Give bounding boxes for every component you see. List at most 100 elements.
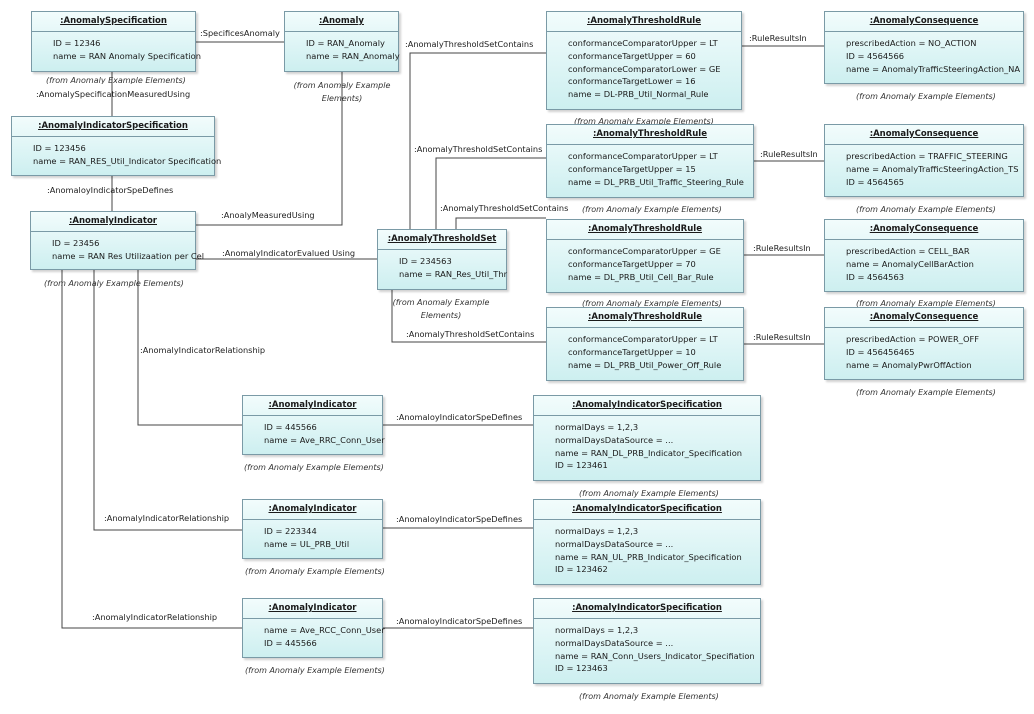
anomaly-threshold-rule-box[interactable]: :AnomalyThresholdRule conformanceCompara… xyxy=(546,124,754,198)
package-note: (from Anomaly Example Elements) xyxy=(574,117,714,124)
element-attributes: prescribedAction = CELL_BAR name = Anoma… xyxy=(825,240,1023,283)
element-header: :AnomalyConsequence xyxy=(825,12,1023,32)
package-note: (from Anomaly Example Elements) xyxy=(46,76,186,84)
element-attributes: conformanceComparatorUpper = LT conforma… xyxy=(547,328,743,371)
attribute: conformanceTargetUpper = 15 xyxy=(568,163,696,174)
element-attributes: conformanceComparatorUpper = LT conforma… xyxy=(547,145,753,188)
attribute: ID = 123456 xyxy=(33,143,86,153)
attribute: ID = 123462 xyxy=(555,564,608,575)
element-header: :AnomalyIndicatorSpecification xyxy=(534,396,760,416)
package-note: (from Anomaly Example Elements) xyxy=(245,666,385,675)
link-label: :RuleResultsIn xyxy=(753,332,811,342)
anomaly-box[interactable]: :Anomaly ID = RAN_Anomaly name = RAN_Ano… xyxy=(284,11,400,72)
element-attributes: normalDays = 1,2,3 normalDaysDataSource … xyxy=(534,416,760,472)
attribute: prescribedAction = NO_ACTION xyxy=(846,38,977,48)
anomaly-consequence-box[interactable]: :AnomalyConsequence prescribedAction = N… xyxy=(824,11,1024,84)
anomaly-indicator-specification-box[interactable]: :AnomalyIndicatorSpecification ID = 1234… xyxy=(11,116,222,176)
attribute: ID = 445566 xyxy=(264,422,317,432)
attribute: name = RAN_Conn_Users_Indicator_Specifia… xyxy=(555,650,755,661)
element-attributes: ID = RAN_Anomaly name = RAN_Anomaly xyxy=(285,32,400,63)
link-label: :SpecificesAnomaly xyxy=(200,28,280,38)
attribute: name = Ave_RRC_Conn_User xyxy=(264,434,385,445)
link-label: :AnomalyThresholdSetContains xyxy=(405,39,534,49)
element-header: :AnomalyThresholdSet xyxy=(378,230,506,250)
link-label: :AnomalyIndicatorRelationship xyxy=(92,612,218,622)
attribute: name = RAN_RES_Util_Indicator Specificat… xyxy=(33,155,222,166)
attribute: name = RAN_Res_Util_Thr xyxy=(399,268,508,279)
attribute: conformanceTargetUpper = 10 xyxy=(568,346,696,357)
attribute: prescribedAction = TRAFFIC_STEERING xyxy=(846,151,1008,161)
package-note: (from Anomaly Example Elements) xyxy=(856,299,996,307)
attribute: prescribedAction = CELL_BAR xyxy=(846,246,970,256)
attribute: ID = 456456465 xyxy=(846,346,915,357)
link-measured-using xyxy=(196,72,343,226)
element-attributes: prescribedAction = NO_ACTION ID = 456456… xyxy=(825,32,1023,75)
link-label: :AnomaloyIndicatorSpeDefines xyxy=(47,185,174,195)
attribute: normalDaysDataSource = ... xyxy=(555,434,674,445)
link-label: :RuleResultsIn xyxy=(749,33,807,43)
element-attributes: ID = 223344 name = UL_PRB_Util xyxy=(243,520,382,551)
element-header: :AnomalyIndicator xyxy=(31,212,195,232)
element-header: :AnomalyThresholdRule xyxy=(547,12,741,32)
package-note: (from Anomaly Example Elements) xyxy=(389,296,493,322)
anomaly-indicator-box[interactable]: :AnomalyIndicator ID = 23456 name = RAN … xyxy=(30,211,205,270)
package-note: (from Anomaly Example Elements) xyxy=(292,79,392,105)
element-header: :AnomalyIndicator xyxy=(243,500,382,520)
attribute: normalDays = 1,2,3 xyxy=(555,422,639,432)
attribute: name = DL_PRB_Util_Cell_Bar_Rule xyxy=(568,271,714,282)
attribute: ID = 23456 xyxy=(52,238,100,248)
attribute: ID = 123463 xyxy=(555,663,608,674)
package-note-text: (from Anomaly Example Elements) xyxy=(293,81,391,103)
link-label: :AnomalySpecificationMeasuredUsing xyxy=(36,89,191,99)
element-header: :AnomalyIndicator xyxy=(243,599,382,619)
anomaly-consequence-box[interactable]: :AnomalyConsequence prescribedAction = C… xyxy=(824,219,1024,292)
link-label: :AnomaloyIndicatorSpeDefines xyxy=(396,514,523,524)
link-label: :RuleResultsIn xyxy=(760,149,818,159)
anomaly-indicator-box[interactable]: :AnomalyIndicator name = Ave_RCC_Conn_Us… xyxy=(242,598,385,658)
package-note: (from Anomaly Example Elements) xyxy=(579,489,719,498)
link-label: :AnomalyThresholdSetContains xyxy=(440,203,569,213)
attribute: conformanceComparatorUpper = LT xyxy=(568,334,718,344)
anomaly-consequence-box[interactable]: :AnomalyConsequence prescribedAction = P… xyxy=(824,307,1024,380)
anomaly-threshold-set-box[interactable]: :AnomalyThresholdSet ID = 234563 name = … xyxy=(377,229,507,290)
link-ind-rel-3 xyxy=(61,270,242,629)
element-attributes: normalDays = 1,2,3 normalDaysDataSource … xyxy=(534,520,760,576)
anomaly-indicator-box[interactable]: :AnomalyIndicator ID = 223344 name = UL_… xyxy=(242,499,383,559)
element-header: :AnomalyIndicatorSpecification xyxy=(534,500,760,520)
attribute: conformanceComparatorUpper = GE xyxy=(568,246,721,256)
element-header: :AnomalyIndicatorSpecification xyxy=(534,599,760,619)
attribute: name = DL-PRB_Util_Normal_Rule xyxy=(568,89,709,100)
attribute: ID = 445566 xyxy=(264,637,317,648)
attribute: name = AnomalyTrafficSteeringAction_TS xyxy=(846,163,1019,174)
attribute: ID = 12346 xyxy=(53,38,101,48)
element-header: :AnomalyConsequence xyxy=(825,125,1023,145)
element-attributes: prescribedAction = TRAFFIC_STEERING name… xyxy=(825,145,1023,188)
attribute: name = Ave_RCC_Conn_User xyxy=(264,625,385,635)
link-ind-rel-1 xyxy=(137,270,242,426)
attribute: normalDays = 1,2,3 xyxy=(555,625,639,635)
anomaly-threshold-rule-box[interactable]: :AnomalyThresholdRule conformanceCompara… xyxy=(546,11,742,110)
attribute: name = DL_PRB_Util_Traffic_Steering_Rule xyxy=(568,176,744,187)
link-label: :AnoalyMeasuredUsing xyxy=(221,210,315,220)
element-attributes: prescribedAction = POWER_OFF ID = 456456… xyxy=(825,328,1023,371)
attribute: name = AnomalyTrafficSteeringAction_NA xyxy=(846,63,1021,74)
element-header: :AnomalyThresholdRule xyxy=(547,125,753,145)
attribute: name = RAN Res Utilizaation per Cel xyxy=(52,250,205,261)
anomaly-indicator-box[interactable]: :AnomalyIndicator ID = 445566 name = Ave… xyxy=(242,395,385,455)
anomaly-indicator-specification-box[interactable]: :AnomalyIndicatorSpecification normalDay… xyxy=(533,499,761,585)
anomaly-threshold-rule-box[interactable]: :AnomalyThresholdRule conformanceCompara… xyxy=(546,219,744,293)
package-note: (from Anomaly Example Elements) xyxy=(856,388,996,397)
anomaly-indicator-specification-box[interactable]: :AnomalyIndicatorSpecification normalDay… xyxy=(533,395,761,481)
package-note: (from Anomaly Example Elements) xyxy=(579,692,719,701)
anomaly-consequence-box[interactable]: :AnomalyConsequence prescribedAction = T… xyxy=(824,124,1024,197)
attribute: conformanceComparatorUpper = LT xyxy=(568,151,718,161)
element-attributes: conformanceComparatorUpper = LT conforma… xyxy=(547,32,741,101)
package-note: (from Anomaly Example Elements) xyxy=(44,279,184,288)
attribute: name = RAN_Anomaly xyxy=(306,50,400,61)
anomaly-indicator-specification-box[interactable]: :AnomalyIndicatorSpecification normalDay… xyxy=(533,598,761,684)
link-label: :AnomalyIndicatorRelationship xyxy=(104,513,230,523)
anomaly-specification-box[interactable]: :AnomalySpecification ID = 12346 name = … xyxy=(31,11,201,72)
link-label: :AnomaloyIndicatorSpeDefines xyxy=(396,412,523,422)
attribute: prescribedAction = POWER_OFF xyxy=(846,334,980,344)
anomaly-threshold-rule-box[interactable]: :AnomalyThresholdRule conformanceCompara… xyxy=(546,307,744,381)
